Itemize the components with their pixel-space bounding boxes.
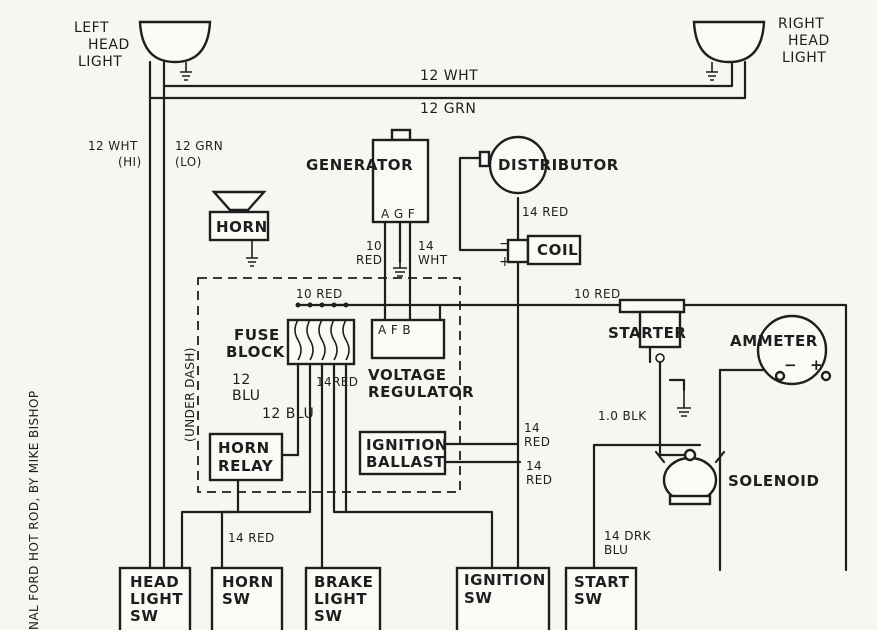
ammeter: AMMETER − + [730,314,832,386]
generator: GENERATOR A G F [306,128,430,277]
distributor-label: DISTRIBUTOR [498,156,619,174]
left-headlight: LEFT HEAD LIGHT [74,20,212,81]
generator-label: GENERATOR [306,156,413,174]
ignition-switch-label-line2: SW [464,589,493,607]
under-dash-label: (UNDER DASH) [183,347,197,442]
start-switch-label-line2: SW [574,590,603,608]
ground-icon [180,62,192,81]
wire-label-blk: 1.0 BLK [598,409,647,423]
left-headlight-label-line1: LEFT [74,20,109,36]
ammeter-label: AMMETER [730,332,818,350]
ignition-switch: IGNITION SW [455,566,551,630]
wire-label-ign-redb: RED [526,473,552,487]
ammeter-minus: − [784,356,797,374]
wire-label-wht: WHT [418,253,448,267]
wire-label-12-blu: 12 BLU [262,406,314,422]
wire-label-red: RED [356,253,382,267]
coil-label: COIL [537,241,578,259]
wire-label-horn-red: 14 RED [228,531,275,545]
horn-relay: HORN RELAY [208,432,284,482]
right-headlight-label-line1: RIGHT [778,16,824,32]
ignition-ballast: IGNITION BALLAST [358,430,448,476]
ground-icon [677,390,691,417]
wire-label-14red: 14RED [316,375,358,389]
fuse-block-label-line1: FUSE [234,326,280,344]
start-switch: START SW [564,566,638,630]
solenoid-label: SOLENOID [728,472,820,490]
horn-label: HORN [216,218,268,236]
wire-label-14: 14 [418,239,434,253]
wire-labels: 12 WHT 12 GRN 12 WHT (HI) 12 GRN (LO) 10… [88,68,652,557]
wire-label-drk-blu: BLU [604,543,628,557]
brake-switch-label-line1: BRAKE [314,573,373,591]
start-switch-label-line1: START [574,573,630,591]
solenoid: SOLENOID [654,448,820,506]
fuse-block-label-line2: BLOCK [226,343,286,361]
regulator-label-line1: VOLTAGE [368,366,447,384]
under-dash-area: (UNDER DASH) [183,277,461,493]
credit-text: NAL FORD HOT ROD, BY MIKE BISHOP [27,391,41,630]
horn-switch-label-line1: HORN [222,573,274,591]
horn-relay-label-line2: RELAY [218,457,274,475]
regulator-label-line2: REGULATOR [368,383,474,401]
distributor: DISTRIBUTOR [478,135,619,195]
right-headlight-label-line2: HEAD [788,33,830,49]
wire-label-lo: (LO) [175,155,202,169]
wire-label-12-wht: 12 WHT [420,68,478,84]
coil-minus: − [499,236,511,252]
wire-label-fuse-red: 10 RED [296,287,343,301]
right-headlight: RIGHT HEAD LIGHT [692,16,830,81]
right-headlight-label-line3: LIGHT [782,50,826,66]
voltage-regulator: A F B VOLTAGE REGULATOR [368,318,474,401]
wire-label-dist-red: 14 RED [522,205,569,219]
wires [148,60,848,572]
headlight-switch-label-line3: SW [130,607,159,625]
wire-label-ign-reda: RED [524,435,550,449]
brake-switch-label-line2: LIGHT [314,590,367,608]
brake-switch-label-line3: SW [314,607,343,625]
headlight-switch-label-line2: LIGHT [130,590,183,608]
horn-relay-label-line1: HORN [218,439,270,457]
coil-plus: + [499,254,511,270]
ground-icon [706,62,718,81]
fuse-block: FUSE BLOCK [226,302,356,366]
wire-label-drk: 14 DRK [604,529,652,543]
ballast-label-line1: IGNITION [366,436,448,454]
wire-label-12: 12 [232,372,251,388]
horn: HORN [208,190,270,267]
headlight-switch-label-line1: HEAD [130,573,179,591]
starter: STARTER [608,298,691,417]
regulator-terminals: A F B [378,323,411,337]
ballast-label-line2: BALLAST [366,453,445,471]
horn-switch-label-line2: SW [222,590,251,608]
left-headlight-label-line3: LIGHT [78,54,122,70]
wire-label-12-grn: 12 GRN [420,101,476,117]
wire-label-blu: BLU [232,388,260,404]
left-headlight-label-line2: HEAD [88,37,130,53]
ammeter-plus: + [810,356,823,374]
wire-label-wht-hi: 12 WHT [88,139,138,153]
brake-light-switch: BRAKE LIGHT SW [304,566,382,630]
headlight-switch: HEAD LIGHT SW [118,566,192,630]
starter-label: STARTER [608,324,687,342]
ground-icon [246,240,258,267]
wire-label-grn-lo: 12 GRN [175,139,223,153]
wire-label-main-red: 10 RED [574,287,621,301]
generator-terminals: A G F [381,207,415,221]
wire-label-ign-14a: 14 [524,421,540,435]
ignition-switch-label-line1: IGNITION [464,571,546,589]
wire-label-ign-14b: 14 [526,459,542,473]
ground-icon [393,262,407,277]
horn-switch: HORN SW [210,566,284,630]
wire-label-hi: (HI) [118,155,142,169]
coil: COIL − + [499,234,582,270]
wire-label-10: 10 [366,239,382,253]
